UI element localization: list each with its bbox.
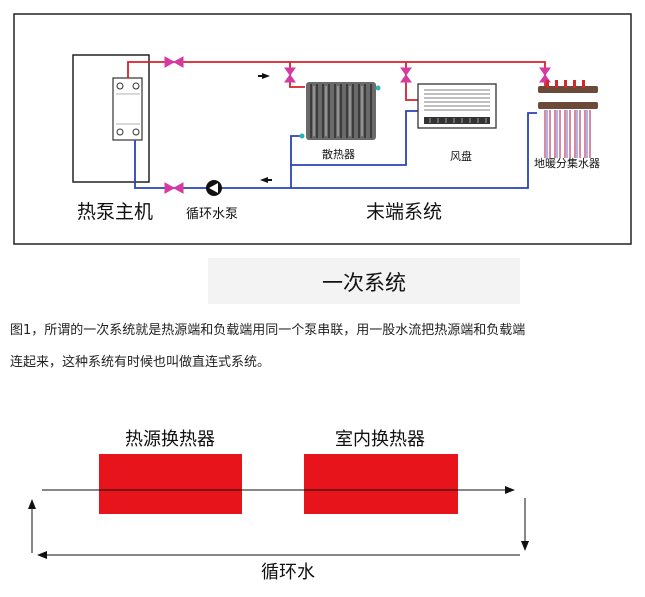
fan-coil-label: 风盘: [450, 149, 472, 163]
loop-arrows: [28, 486, 529, 559]
indoor-exchanger-block: [304, 454, 458, 514]
caption-box: [208, 258, 520, 304]
source-exchanger-block: [99, 454, 242, 514]
paragraph-line-1: 图1，所谓的一次系统就是热源端和负载端用同一个泵串联，用一股水流把热源端和负载端: [10, 323, 526, 338]
manifold-label: 地暖分集水器: [534, 156, 600, 170]
return-pipes: [134, 110, 537, 189]
terminal-label: 末端系统: [366, 201, 442, 223]
source-exchanger-label: 热源换热器: [125, 429, 215, 450]
pump-label: 循环水泵: [186, 207, 238, 222]
pump-icon: [206, 180, 222, 196]
radiator-label: 散热器: [322, 147, 355, 161]
fan-coil-unit: [417, 83, 497, 129]
indoor-exchanger-label: 室内换热器: [335, 429, 425, 450]
paragraph-line-2: 连起来，这种系统有时候也叫做直连式系统。: [10, 355, 271, 370]
flow-arrow-icon: [258, 73, 272, 183]
underfloor-manifold: [538, 80, 598, 158]
heat-pump-label: 热泵主机: [77, 201, 153, 223]
valve-icon: [164, 56, 551, 194]
loop-label: 循环水: [261, 562, 315, 583]
radiator: [299, 82, 381, 140]
caption: 一次系统: [322, 271, 406, 295]
